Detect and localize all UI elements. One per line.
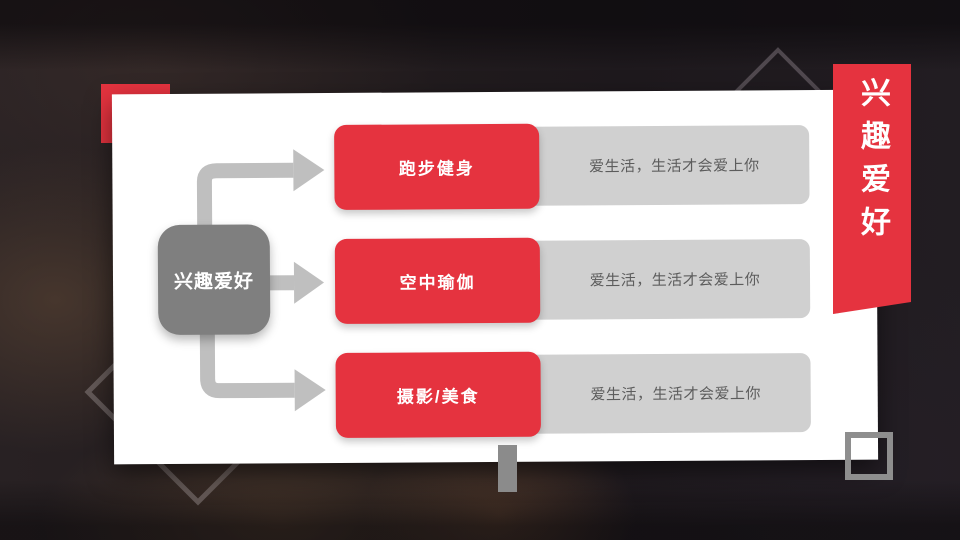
center-node-label: 兴趣爱好 xyxy=(173,270,255,293)
topic-box-running-fitness: 跑步健身 xyxy=(334,123,540,210)
slide-title: 兴趣爱好 xyxy=(856,77,889,249)
gray-square-outline xyxy=(845,432,893,480)
arrow-to-row-1 xyxy=(196,149,325,234)
topic-box-label: 跑步健身 xyxy=(398,159,475,179)
description-text: 爱生活，生活才会爱上你 xyxy=(589,271,761,290)
topic-box-label: 摄影/美食 xyxy=(396,387,480,407)
side-title-ribbon: 兴趣爱好 xyxy=(833,64,911,314)
topic-box-photography-food: 摄影/美食 xyxy=(335,351,541,438)
description-text: 爱生活，生活才会爱上你 xyxy=(589,157,760,176)
content-card: 兴趣爱好 爱生活，生活才会爱上你 跑步健身 爱生活，生活才会爱上你 空中瑜伽 爱… xyxy=(111,89,879,465)
gray-accent-bar xyxy=(498,445,517,492)
arrow-to-row-3 xyxy=(199,323,326,412)
description-text: 爱生活，生活才会爱上你 xyxy=(590,385,762,404)
topic-box-aerial-yoga: 空中瑜伽 xyxy=(334,237,541,324)
arrow-to-row-2 xyxy=(262,261,325,304)
topic-box-label: 空中瑜伽 xyxy=(399,273,476,293)
center-node: 兴趣爱好 xyxy=(157,224,271,336)
